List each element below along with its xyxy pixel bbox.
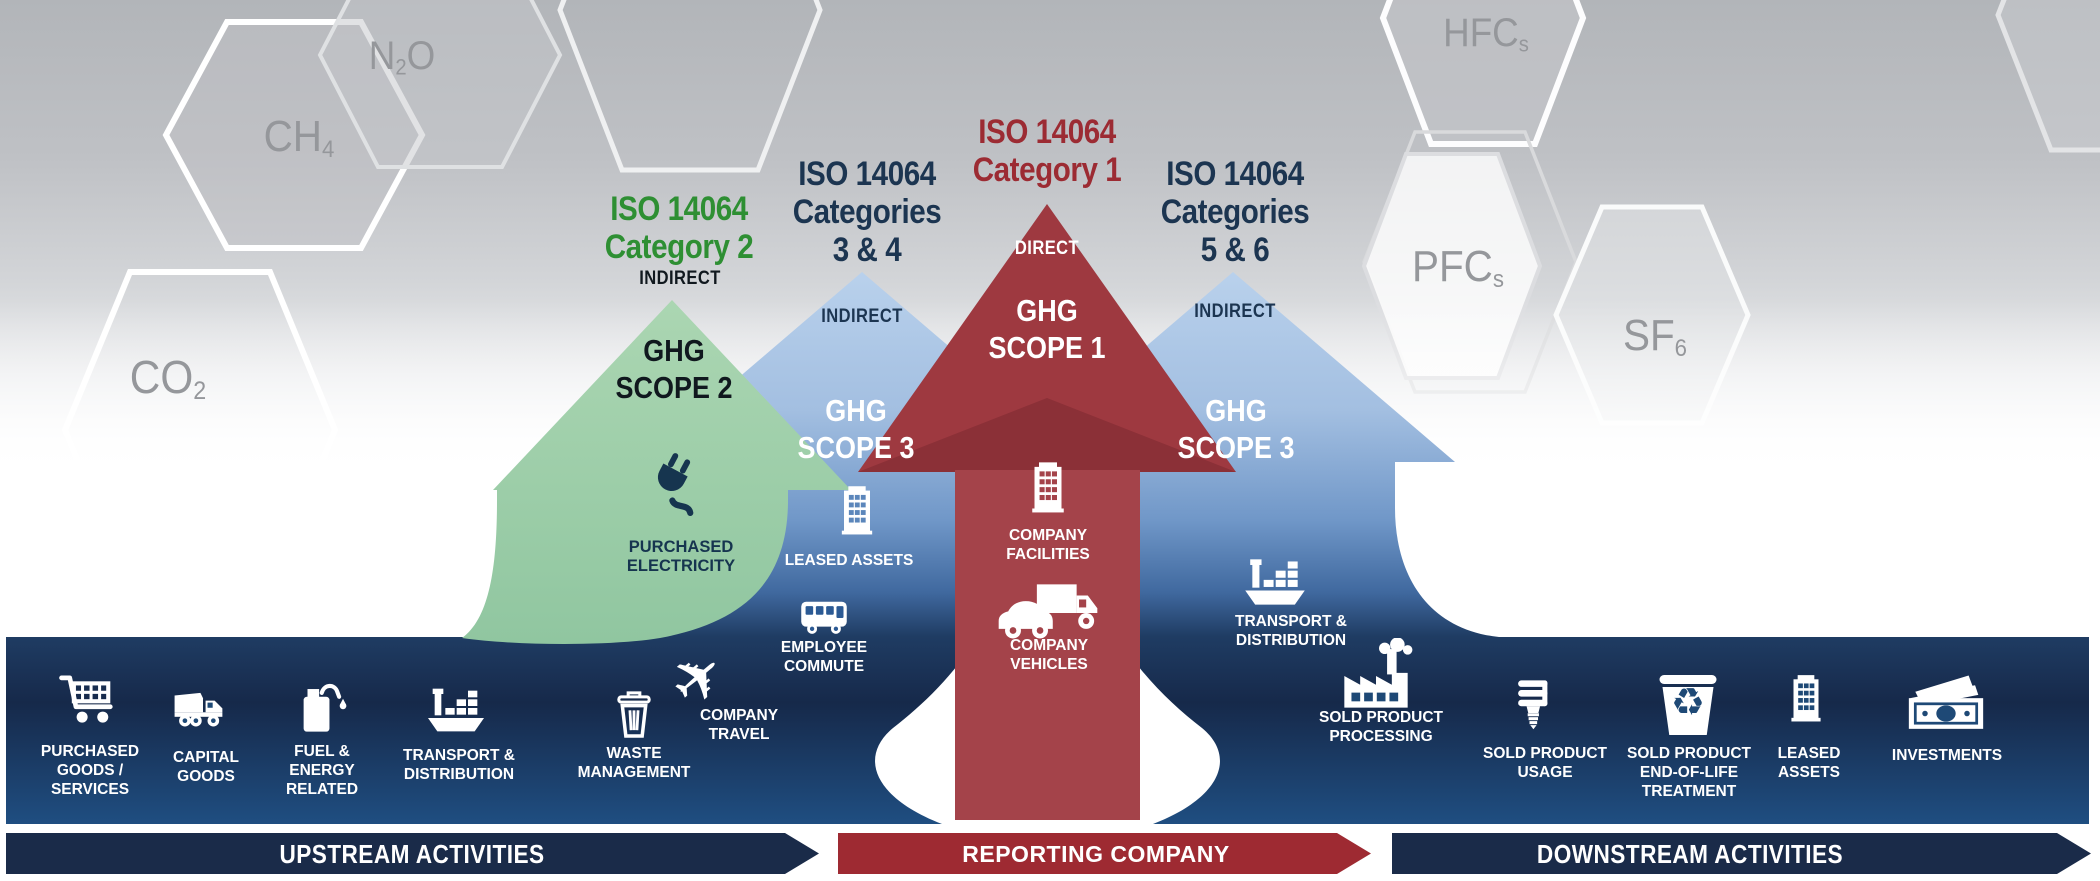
scope3-right-arrow [1011, 272, 2089, 824]
gas-label-co2: CO2 [129, 350, 207, 406]
scope3-right-label: GHG SCOPE 3 [1177, 393, 1295, 465]
hexagon-decorative-left [557, 0, 823, 173]
reporting-ribbon [838, 833, 1371, 874]
scope2-iso-title: ISO 14064 Category 2 [604, 190, 754, 266]
hexagon-hfcs [1379, 0, 1587, 147]
investments-label: INVESTMENTS [1891, 747, 2003, 764]
fuel-energy-related-label: FUEL & ENERGY RELATED [285, 743, 359, 798]
gas-label-pfcs: PFCs [1411, 241, 1505, 294]
company-facilities-label: COMPANY FACILITIES [1006, 527, 1090, 563]
scope3-right-iso-title: ISO 14064 Categories 5 & 6 [1160, 155, 1310, 269]
scope1-mode-label: DIRECT [1014, 238, 1080, 259]
sold-product-usage-label: SOLD PRODUCT USAGE [1483, 745, 1607, 781]
scope2-label: GHG SCOPE 2 [615, 333, 733, 405]
building-icon [1791, 675, 1821, 722]
hexagon-n2o [317, 0, 563, 169]
recycle-arrows-icon: ♻ [1670, 680, 1706, 724]
upstream-activities-label: UPSTREAM ACTIVITIES [279, 839, 545, 869]
leased-assets-downstream-label: LEASED ASSETS [1777, 745, 1841, 781]
gas-label-n2o: N2O [368, 33, 436, 80]
employee-commute-label: EMPLOYEE COMMUTE [780, 639, 868, 675]
company-travel-label: COMPANY TRAVEL [699, 707, 779, 743]
downstream-ribbon [1392, 833, 2091, 874]
scope2-mode-label: INDIRECT [639, 268, 721, 289]
capital-goods-label: CAPITAL GOODS [172, 749, 240, 785]
scope2-arrow [462, 300, 851, 644]
scope3-right-mode-label: INDIRECT [1194, 301, 1276, 322]
scope3-left-label: GHG SCOPE 3 [797, 393, 915, 465]
gas-label-ch4: CH4 [263, 111, 335, 164]
scope3-left-iso-title: ISO 14064 Categories 3 & 4 [792, 155, 942, 269]
transport-distribution-upstream-label: TRANSPORT & DISTRIBUTION [403, 747, 515, 783]
leased-assets-label: LEASED ASSETS [784, 552, 914, 569]
building-icon [1032, 462, 1064, 513]
scope1-iso-title: ISO 14064 Category 1 [972, 113, 1122, 189]
building-icon [841, 486, 873, 535]
waste-management-label: WASTE MANAGEMENT [577, 745, 691, 781]
sold-product-processing-label: SOLD PRODUCT PROCESSING [1319, 709, 1443, 745]
downstream-activities-label: DOWNSTREAM ACTIVITIES [1536, 839, 1844, 869]
sold-product-end-of-life-label: SOLD PRODUCT END-OF-LIFE TREATMENT [1627, 745, 1751, 800]
reporting-company-label: REPORTING COMPANY [962, 841, 1230, 867]
upstream-ribbon [6, 833, 819, 874]
scope3-left-arrow [6, 272, 1084, 824]
gas-label-hfcs: HFCs [1443, 10, 1529, 57]
scope3-left-mode-label: INDIRECT [821, 306, 903, 327]
purchased-goods-services-label: PURCHASED GOODS / SERVICES [40, 743, 140, 798]
scope1-arrow [858, 204, 1236, 820]
purchased-electricity-label: PURCHASED ELECTRICITY [626, 538, 736, 575]
transport-distribution-label: TRANSPORT & DISTRIBUTION [1235, 613, 1347, 649]
gas-label-sf6: SF6 [1622, 310, 1688, 363]
scope1-label: GHG SCOPE 1 [988, 293, 1106, 365]
company-vehicles-label: COMPANY VEHICLES [1009, 637, 1089, 673]
hexagon-decorative-right [1995, 0, 2100, 153]
